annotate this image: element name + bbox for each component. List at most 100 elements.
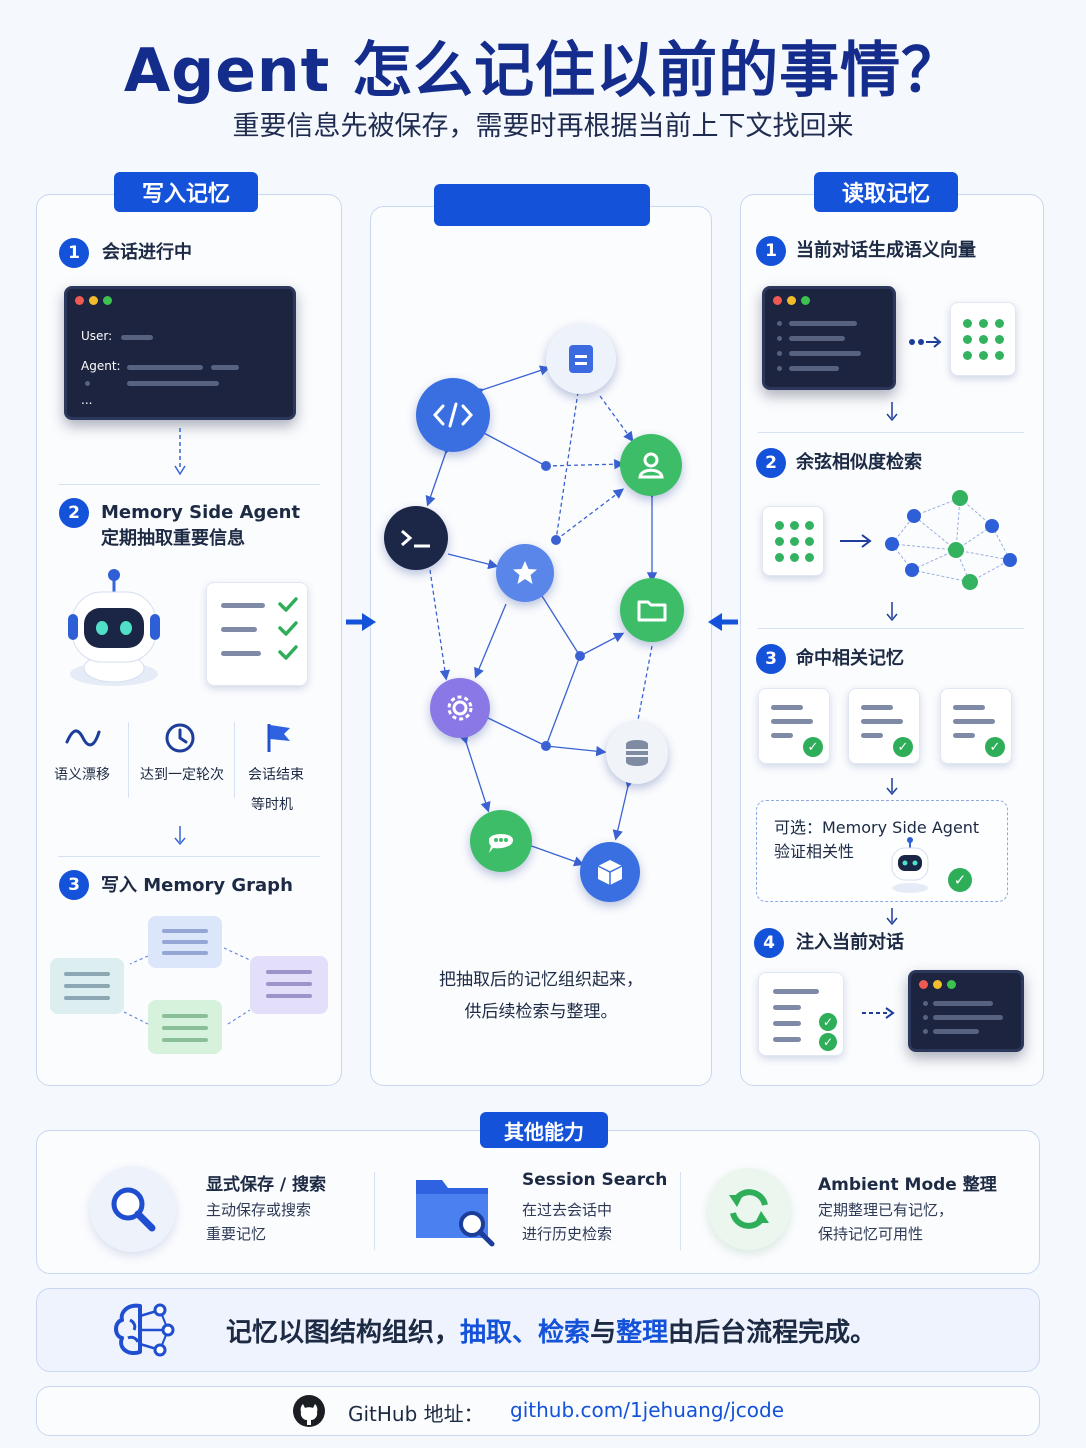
- summary-statement: 记忆以图结构组织，抽取、检索与整理由后台流程完成。: [226, 1318, 877, 1348]
- similarity-graph-icon: [885, 490, 1017, 590]
- write-step-3-number: 3: [59, 870, 89, 900]
- read-arrow-1: [886, 402, 898, 422]
- mini-robot-icon: [891, 837, 929, 893]
- graph-node-code-icon: [416, 378, 490, 452]
- read-memory-pill: 读取记忆: [814, 172, 958, 212]
- wave-icon: [65, 729, 101, 747]
- refresh-icon: [708, 1168, 790, 1250]
- write-step-1-number: 1: [59, 238, 89, 268]
- graph-node-star-icon: [496, 544, 554, 602]
- terminal-ellipsis: ...: [81, 393, 93, 407]
- write-arrow-2: [174, 826, 186, 846]
- clock-icon: [165, 723, 195, 753]
- feature-ambient-title: Ambient Mode 整理: [818, 1175, 997, 1195]
- feature-session-search-title: Session Search: [522, 1170, 668, 1190]
- flag-icon: [267, 724, 290, 752]
- semantic-vector-icon: [950, 302, 1016, 376]
- github-label: GitHub 地址：: [348, 1402, 484, 1426]
- inject-memory-card: ✓ ✓: [758, 972, 844, 1056]
- inject-target-terminal: [908, 970, 1024, 1052]
- optional-verify-title: 可选：Memory Side Agent: [774, 818, 980, 837]
- current-dialog-terminal: [762, 286, 896, 390]
- write-memory-pill: 写入记忆: [114, 172, 258, 212]
- graph-caption-line-1: 把抽取后的记忆组织起来，: [439, 970, 643, 990]
- trigger-session-end: 会话结束: [248, 767, 304, 783]
- feature-explicit-desc-2: 重要记忆: [206, 1225, 267, 1243]
- read-step-2-label: 余弦相似度检索: [796, 452, 922, 473]
- feature-ambient-desc-1: 定期整理已有记忆，: [818, 1201, 954, 1219]
- window-controls-icon: [75, 296, 112, 305]
- folder-search-icon: [416, 1180, 495, 1247]
- write-step-2-title: Memory Side Agent: [101, 502, 301, 523]
- hit-memory-card-1: ✓: [758, 688, 830, 764]
- feature-ambient-desc-2: 保持记忆可用性: [818, 1225, 924, 1243]
- other-capabilities-panel: [36, 1130, 1040, 1274]
- terminal-agent-label: Agent:: [81, 359, 121, 373]
- graph-node-user-icon: [620, 434, 682, 496]
- arrow-right-icon: [346, 613, 376, 631]
- read-arrow-2: [886, 602, 898, 622]
- check-icon: ✓: [803, 737, 823, 757]
- optional-verify-desc: 验证相关性: [774, 842, 855, 861]
- check-icon: [278, 597, 298, 660]
- memory-graph-panel: [370, 206, 712, 1086]
- feature-explicit-desc-1: 主动保存或搜索: [206, 1201, 312, 1219]
- write-arrow-1: [174, 428, 186, 476]
- search-icon: [90, 1166, 176, 1252]
- read-step-3-number: 3: [756, 644, 786, 674]
- other-capabilities-pill: 其他能力: [480, 1112, 608, 1148]
- terminal-user-label: User:: [81, 329, 113, 343]
- graph-node-chat-icon: [470, 810, 532, 872]
- graph-node-cube-icon: [580, 842, 640, 902]
- brain-network-icon: [114, 1303, 175, 1357]
- write-step-2-desc: 定期抽取重要信息: [101, 528, 245, 549]
- vector-arrow-icon: [909, 336, 942, 348]
- search-arrow-icon: [840, 534, 872, 548]
- query-vector-icon: [762, 506, 824, 576]
- check-icon: ✓: [893, 737, 913, 757]
- footer-panel: [36, 1386, 1040, 1436]
- trigger-session-end-note: 等时机: [251, 797, 293, 813]
- memory-graph-pill: [434, 184, 650, 226]
- github-link[interactable]: github.com/1jehuang/jcode: [510, 1398, 785, 1422]
- read-step-3-label: 命中相关记忆: [796, 648, 904, 669]
- graph-node-terminal-icon: [384, 506, 448, 570]
- session-terminal: User: Agent: ...: [64, 286, 296, 420]
- trigger-semantic-drift: 语义漂移: [54, 767, 110, 783]
- check-icon: ✓: [819, 1013, 837, 1031]
- feature-session-search-desc-1: 在过去会话中: [522, 1201, 613, 1219]
- memory-graph-mini-icon: [50, 916, 328, 1054]
- arrow-left-icon: [708, 613, 738, 631]
- write-step-1-label: 会话进行中: [102, 242, 192, 263]
- read-step-2-number: 2: [756, 448, 786, 478]
- graph-node-settings-icon: [430, 678, 490, 738]
- hit-memory-card-2: ✓: [848, 688, 920, 764]
- inject-arrow-icon: [862, 1007, 895, 1019]
- hit-memory-card-3: ✓: [940, 688, 1012, 764]
- graph-caption-line-2: 供后续检索与整理。: [464, 1002, 618, 1022]
- feature-session-search-desc-2: 进行历史检索: [522, 1225, 613, 1243]
- trigger-turn-count: 达到一定轮次: [140, 767, 224, 783]
- graph-node-folder-icon: [620, 578, 684, 642]
- read-arrow-3: [886, 778, 898, 796]
- page-title: Agent 怎么记住以前的事情？: [123, 36, 963, 106]
- read-arrow-4: [886, 908, 898, 926]
- write-step-3-label: 写入 Memory Graph: [101, 875, 293, 896]
- check-icon: ✓: [985, 737, 1005, 757]
- github-icon: [293, 1395, 325, 1427]
- extraction-checklist-card: [206, 582, 308, 686]
- summary-panel: [36, 1288, 1040, 1372]
- read-step-1-label: 当前对话生成语义向量: [796, 240, 976, 261]
- memory-graph-edges: [425, 365, 658, 867]
- page-subtitle: 重要信息先被保存，需要时再根据当前上下文找回来: [232, 111, 854, 142]
- graph-node-database-icon: [606, 722, 668, 784]
- write-step-2-number: 2: [59, 498, 89, 528]
- graph-node-document-icon: [546, 324, 616, 394]
- feature-explicit-title: 显式保存 / 搜索: [206, 1175, 327, 1195]
- read-step-1-number: 1: [756, 236, 786, 266]
- check-icon: ✓: [819, 1033, 837, 1051]
- read-step-4-number: 4: [754, 928, 784, 958]
- verify-check-icon: ✓: [948, 868, 972, 892]
- read-step-4-label: 注入当前对话: [796, 932, 904, 953]
- robot-icon: [68, 569, 160, 686]
